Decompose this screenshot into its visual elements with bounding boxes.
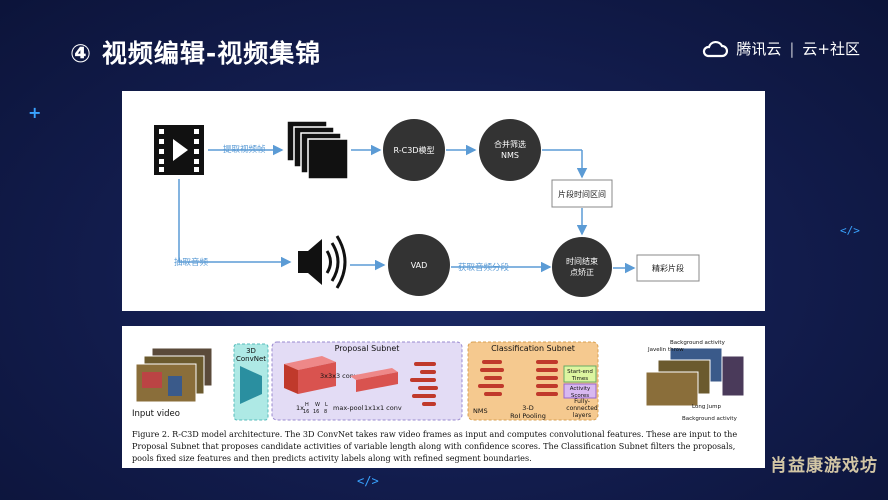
roi-label-1: 3-D: [522, 404, 534, 412]
brand-community: 云+社区: [802, 40, 860, 58]
extract-frames-label: 提取视频帧: [223, 144, 266, 155]
javelin-label: Javelin throw: [647, 347, 684, 353]
extract-audio-label: 抽取音频: [174, 257, 209, 268]
vad-node: [388, 234, 450, 296]
speaker-icon: [298, 235, 347, 289]
frac3-den: 8: [324, 409, 327, 415]
plus-decoration: +: [28, 103, 42, 122]
nms-label: NMS: [473, 407, 488, 415]
proposal-title: Proposal Subnet: [335, 344, 400, 353]
feature-block-top: [284, 356, 336, 370]
nms-node: [479, 119, 541, 181]
bg-activity-top-label: Background activity: [670, 340, 726, 346]
rc3d-figure-svg: Input video 3D ConvNet Proposal Subnet 3…: [132, 340, 745, 422]
rc3d-label: R-C3D模型: [394, 145, 435, 155]
proposal-candidates: [410, 362, 438, 406]
brand-separator: |: [789, 39, 795, 58]
correct-label-2: 点矫正: [570, 267, 594, 277]
conv-label-2: 1x: [296, 404, 304, 412]
merge-label-2: NMS: [501, 151, 519, 160]
activity-scores-box: [563, 383, 597, 399]
activity-label-2: Scores: [571, 393, 589, 399]
frac1-den: 16: [303, 409, 309, 415]
brand-name: 腾讯云: [736, 40, 782, 58]
code-tag-decoration: </>: [840, 224, 860, 237]
fc-label-2: connected: [566, 405, 598, 412]
cloud-icon: [703, 40, 729, 57]
frac2-den: 16: [313, 409, 319, 415]
segment-interval-box: [551, 179, 613, 208]
brand-logo: 腾讯云 | 云+社区: [702, 38, 860, 59]
roi-bars: [536, 360, 558, 396]
conv-label-1: 3x3x3 conv,: [320, 372, 360, 380]
feature-block-side: [284, 364, 298, 394]
pipeline-svg: 提取视频帧 抽取音频 R-C3D模型 合并筛选 NMS 片段时间区间: [154, 119, 700, 297]
conv-label-3: max-pool: [333, 404, 364, 412]
nms-bars: [478, 360, 504, 396]
highlight-box: [636, 254, 700, 282]
convnet-label-1: 3D: [246, 347, 256, 355]
fc-label-1: Fully-: [574, 398, 590, 405]
start-end-box: [563, 365, 597, 383]
code-tag-decoration-bottom: </>: [357, 474, 379, 488]
watermark: 肖益康游戏坊: [770, 456, 878, 476]
activity-label-1: Activity: [570, 386, 591, 392]
rc3d-figure: Input video 3D ConvNet Proposal Subnet 3…: [122, 326, 765, 468]
frac3-num: L: [325, 402, 328, 408]
audio-segment-label: 获取音频分段: [458, 262, 510, 273]
start-end-label-2: Times: [571, 376, 588, 382]
correct-node: [552, 237, 612, 297]
start-end-label-1: Start-end: [567, 369, 593, 375]
bg-activity-bottom-label: Background activity: [682, 416, 738, 422]
long-jump-label: Long Jump: [692, 404, 722, 410]
roi-label-2: RoI Pooling: [510, 412, 546, 420]
figure-caption: Figure 2. R-C3D model architecture. The …: [132, 429, 738, 463]
slide-title: ④ 视频编辑-视频集锦: [70, 39, 322, 68]
merge-label-1: 合并筛选: [494, 139, 526, 149]
convnet-label-2: ConvNet: [236, 355, 266, 363]
segment-interval-label: 片段时间区间: [558, 189, 606, 199]
convnet-shape: [240, 366, 262, 404]
pipeline-diagram: 提取视频帧 抽取音频 R-C3D模型 合并筛选 NMS 片段时间区间: [122, 91, 765, 311]
highlight-label: 精彩片段: [652, 263, 684, 273]
proposal-bar-front: [356, 372, 398, 392]
frac1-num: H: [305, 402, 309, 408]
frac2-num: W: [315, 402, 320, 408]
video-frames-icon: [286, 120, 349, 180]
fc-label-3: layers: [573, 412, 591, 419]
feature-block-front: [298, 362, 336, 394]
video-file-icon: [154, 125, 204, 175]
output-video-frames: [645, 347, 745, 407]
classification-title: Classification Subnet: [491, 344, 575, 353]
input-video-frames: [135, 347, 213, 403]
proposal-bar-top: [350, 368, 398, 380]
input-video-label: Input video: [132, 409, 180, 419]
rc3d-node: [383, 119, 445, 181]
conv-1x1-label: 1x1x1 conv: [364, 404, 402, 412]
correct-label-1: 时间结束: [566, 256, 598, 266]
vad-label: VAD: [411, 261, 428, 270]
